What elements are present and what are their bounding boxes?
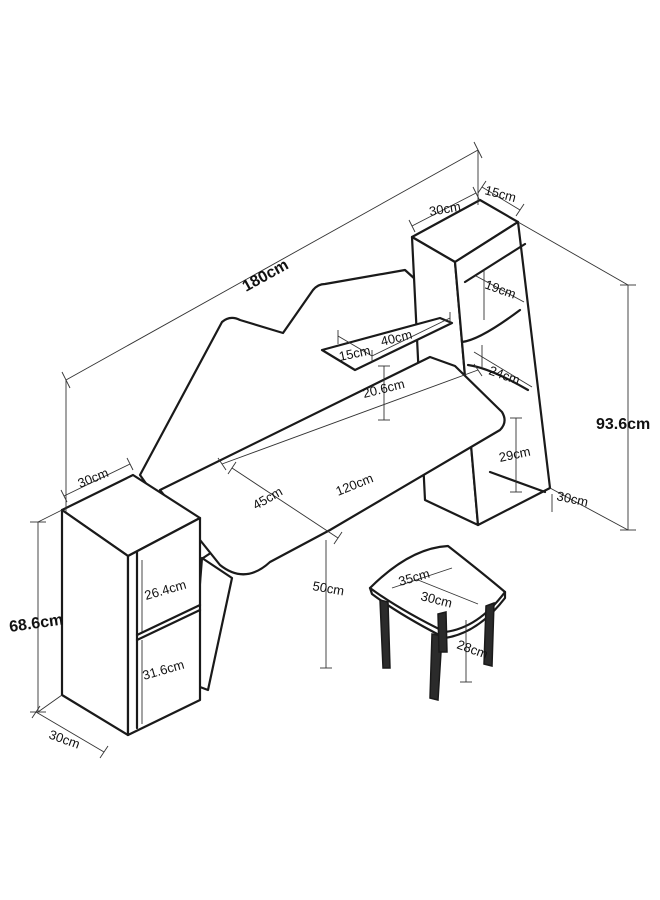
stool-leg-back-left [437, 611, 448, 653]
label-shelf-29: 29cm [498, 444, 532, 465]
stool-leg-front-left [379, 599, 391, 669]
left-cabinet [60, 473, 202, 737]
label-left-cabinet-depth: 30cm [47, 727, 82, 752]
desk-top [158, 355, 506, 576]
stool [368, 544, 507, 701]
label-top-shelf-depth: 15cm [483, 182, 518, 205]
label-left-cabinet-width: 30cm [76, 465, 111, 491]
dimension-lines [30, 141, 636, 759]
stool-leg-back-right [483, 601, 495, 667]
label-stool-depth: 30cm [419, 588, 453, 610]
label-total-width: 180cm [240, 256, 292, 295]
label-small-shelf-width: 40cm [379, 327, 413, 349]
label-small-shelf-depth: 15cm [338, 343, 372, 364]
label-top-shelf-width: 30cm [428, 199, 462, 219]
label-right-base-depth: 30cm [555, 488, 589, 509]
label-left-cabinet-height: 68.6cm [8, 612, 64, 636]
label-total-height: 93.6cm [596, 416, 650, 433]
label-desk-height: 50cm [311, 578, 345, 598]
small-shelf [320, 316, 454, 372]
